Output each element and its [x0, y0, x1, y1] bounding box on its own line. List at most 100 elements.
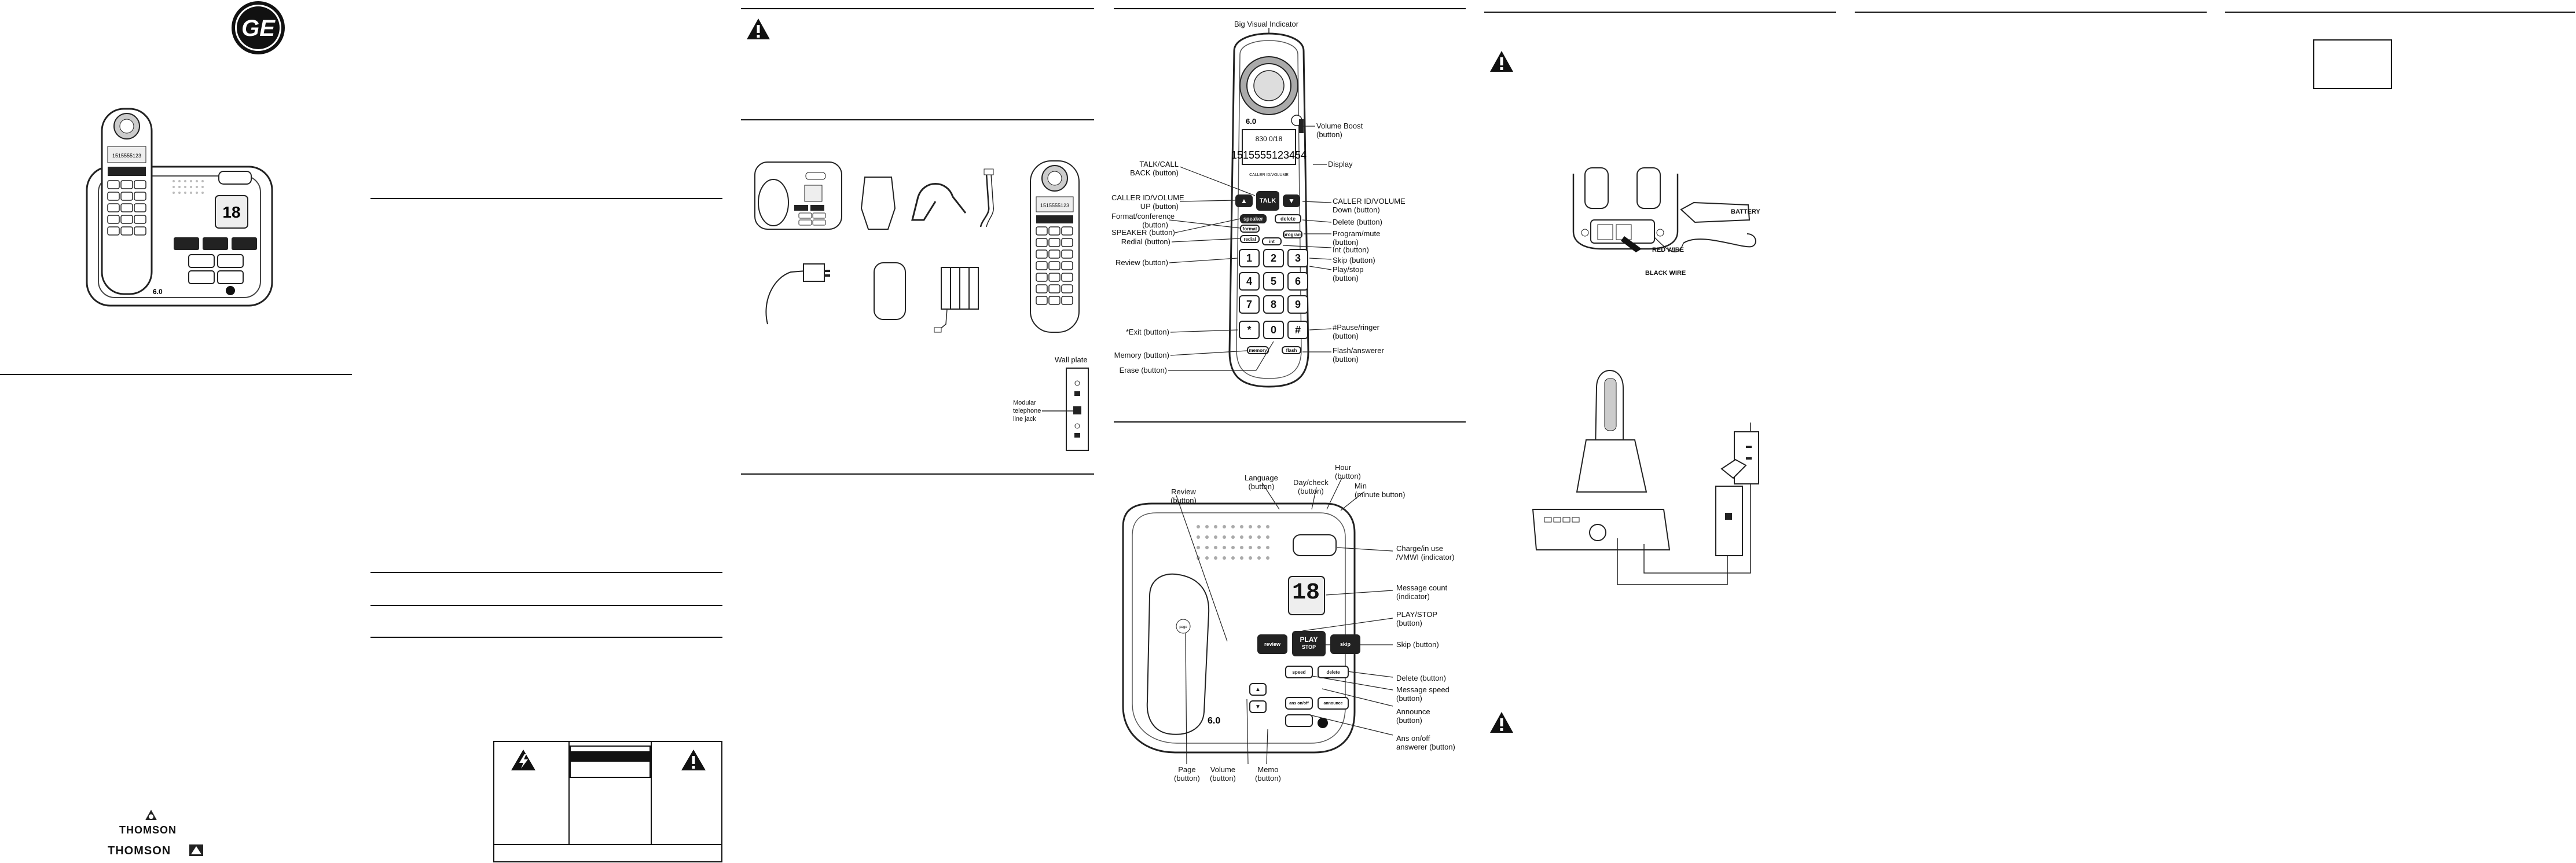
divider	[1484, 12, 1836, 13]
display-line1: 830 0/18	[1256, 135, 1283, 143]
label-redial: Redial (button)	[1121, 237, 1170, 246]
label-pause-ringer: #Pause/ringer(button)	[1333, 323, 1379, 340]
panel-4: Big Visual Indicator 6.0 830 0/18 151555…	[1111, 0, 1482, 863]
talk-button[interactable]: TALK	[1256, 191, 1279, 211]
label-min: Min(minute button)	[1355, 482, 1406, 499]
panel-5: BATTERY RED WIRE BLACK WIRE	[1482, 0, 1852, 863]
label-language: Language(button)	[1245, 473, 1278, 491]
base-review-button[interactable]: review	[1257, 634, 1287, 654]
key-3[interactable]: 3	[1287, 249, 1308, 267]
handset-model: 6.0	[1246, 117, 1256, 126]
announce-button[interactable]: announce	[1318, 697, 1349, 710]
volume-down-button[interactable]: ▼	[1249, 700, 1267, 713]
speaker-button[interactable]: speaker	[1240, 214, 1267, 223]
int-button[interactable]: int	[1262, 237, 1282, 245]
redial-button[interactable]: redial	[1240, 235, 1260, 243]
speed-button[interactable]: speed	[1285, 666, 1313, 678]
flash-button[interactable]: flash	[1282, 346, 1301, 354]
caution-col-divider	[568, 742, 570, 844]
svg-text:18: 18	[222, 203, 240, 221]
jack-label-line3: line jack	[1013, 416, 1036, 423]
label-speaker: SPEAKER (button)	[1111, 228, 1175, 237]
label-page: Page(button)	[1174, 765, 1200, 783]
caller-id-down-button[interactable]: ▼	[1283, 194, 1300, 207]
key-8[interactable]: 8	[1263, 295, 1284, 314]
connection-illustration	[1532, 370, 1759, 585]
label-delete-base: Delete (button)	[1396, 674, 1446, 682]
panel-7	[2223, 0, 2576, 863]
memory-button[interactable]: memory	[1247, 346, 1269, 354]
program-button[interactable]: program	[1283, 230, 1302, 238]
ans-onoff-button[interactable]: ans on/off	[1285, 697, 1313, 710]
label-play-stop: Play/stop(button)	[1333, 265, 1364, 282]
panel-3: 1515555123 Wall plate Modular telepho	[741, 0, 1111, 863]
key-5[interactable]: 5	[1263, 272, 1284, 291]
label-display: Display	[1328, 160, 1353, 168]
key-1[interactable]: 1	[1239, 249, 1260, 267]
divider	[741, 119, 1094, 120]
base-skip-button[interactable]: skip	[1330, 634, 1360, 654]
label-memory: Memory (button)	[1114, 351, 1169, 359]
panel-2	[370, 0, 741, 863]
label-day-check: Day/check(button)	[1293, 478, 1329, 495]
label-exit: *Exit (button)	[1125, 328, 1169, 336]
divider	[0, 374, 352, 375]
key-9[interactable]: 9	[1287, 295, 1308, 314]
handset-leader-lines	[1168, 119, 1332, 371]
divider	[370, 637, 722, 638]
key-hash[interactable]: #	[1287, 321, 1308, 339]
label-announce: Announce(button)	[1396, 707, 1430, 725]
caution-title-bar	[571, 751, 649, 762]
jack-leader-line	[1042, 410, 1074, 412]
label-format: Format/conference(button)	[1111, 212, 1175, 229]
key-0[interactable]: 0	[1263, 321, 1284, 339]
label-memo: Memo(button)	[1255, 765, 1281, 783]
label-charge: Charge/in use/VMWI (indicator)	[1396, 544, 1455, 561]
caller-id-up-button[interactable]: ▲	[1235, 194, 1253, 207]
label-program: Program/mute(button)	[1333, 229, 1381, 247]
base-delete-button[interactable]: delete	[1318, 666, 1349, 678]
exclamation-warning-icon	[681, 750, 706, 770]
volume-up-button[interactable]: ▲	[1249, 683, 1267, 696]
jack-label-line1: Modular	[1013, 399, 1036, 406]
divider	[741, 473, 1094, 475]
key-star[interactable]: *	[1239, 321, 1260, 339]
display-line2: 1515555123454	[1231, 149, 1307, 161]
label-volume: Volume(button)	[1210, 765, 1236, 783]
svg-text:1515555123: 1515555123	[112, 153, 141, 159]
label-skip: Skip (button)	[1333, 256, 1375, 265]
memo-button[interactable]	[1285, 714, 1313, 727]
key-7[interactable]: 7	[1239, 295, 1260, 314]
caution-title-box	[570, 746, 651, 778]
divider	[1855, 12, 2207, 13]
battery-label: BATTERY	[1731, 208, 1760, 215]
warning-icon	[747, 19, 770, 39]
divider	[1114, 421, 1466, 423]
label-volume-boost: Volume Boost(button)	[1316, 122, 1363, 139]
battery-install-illustration	[1572, 167, 1756, 252]
label-hour: Hour(button)	[1335, 463, 1361, 480]
divider	[370, 572, 722, 573]
thomson-icon	[145, 810, 157, 820]
label-review: Review (button)	[1115, 258, 1168, 267]
wall-plate-illustration	[1066, 368, 1089, 451]
base-model: 6.0	[1208, 716, 1220, 726]
lightning-warning-icon	[511, 750, 535, 770]
key-2[interactable]: 2	[1263, 249, 1284, 267]
format-button[interactable]: format	[1240, 225, 1260, 233]
delete-button[interactable]: delete	[1275, 214, 1301, 223]
wall-plate-label: Wall plate	[1055, 355, 1088, 364]
thomson-label-2: THOMSON	[108, 844, 171, 857]
black-wire-label: BLACK WIRE	[1645, 270, 1686, 277]
label-base-review: Review(button)	[1170, 487, 1197, 505]
divider	[741, 8, 1094, 9]
caution-footer-divider	[494, 844, 721, 845]
message-count-display: 18	[1292, 580, 1320, 606]
key-4[interactable]: 4	[1239, 272, 1260, 291]
key-6[interactable]: 6	[1287, 272, 1308, 291]
